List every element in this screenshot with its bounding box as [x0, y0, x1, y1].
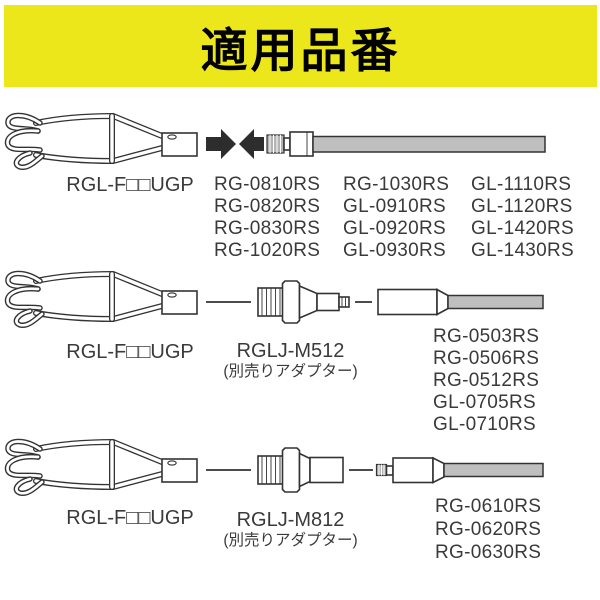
part-number: RG-0610RS [435, 496, 542, 517]
part-number: GL-0930RS [343, 240, 447, 261]
part-number: RG-1020RS [214, 240, 321, 261]
part-number-list: GL-1110RS GL-1120RS GL-1420RS GL-1430RS [471, 174, 574, 262]
adapter-model-label: RGLJ-M812 [236, 509, 345, 531]
header-banner: 適用品番 [4, 5, 597, 87]
adapter-illustration [257, 447, 344, 493]
part-number: GL-0920RS [343, 218, 447, 239]
part-number: GL-1110RS [471, 174, 572, 195]
rod-illustration [266, 131, 546, 157]
grip-tool-illustration [8, 115, 197, 167]
part-number-list: RG-0810RS RG-0820RS RG-0830RS RG-1020RS [214, 174, 320, 262]
rod-illustration [375, 456, 544, 484]
page-title: 適用品番 [200, 23, 401, 77]
part-number-list: RG-0610RS RG-0620RS RG-0630RS [435, 495, 541, 564]
part-number-list: RG-1030RS GL-0910RS GL-0920RS GL-0930RS [343, 174, 449, 262]
adapter-illustration [257, 280, 350, 324]
part-number: GL-1120RS [471, 196, 573, 217]
part-number: GL-1430RS [471, 240, 575, 261]
part-number: RG-0503RS [433, 326, 540, 347]
row-1-diagram [0, 104, 546, 184]
grip-model-label: RGL-F□□UGP [66, 507, 194, 529]
grip-tool-illustration [8, 273, 197, 325]
adapter-note: (別売りアダプター) [223, 532, 358, 549]
adapter-model-label: RGLJ-M512 [236, 340, 345, 362]
part-number: GL-0710RS [433, 414, 537, 435]
adapter-note: (別売りアダプター) [223, 363, 358, 380]
row-3-diagram [0, 430, 544, 510]
grip-model-label: RGL-F□□UGP [66, 174, 194, 196]
part-number: RG-0512RS [433, 370, 540, 391]
part-number: RG-0830RS [214, 218, 321, 239]
part-number: RG-0506RS [433, 348, 540, 369]
row-2-diagram [0, 262, 544, 342]
part-number: GL-0705RS [433, 392, 537, 413]
part-number: RG-1030RS [343, 174, 450, 195]
connection-arrows-icon [206, 129, 264, 159]
part-number: RG-0630RS [435, 542, 542, 563]
part-number: GL-1420RS [471, 218, 575, 239]
part-number: GL-0910RS [343, 196, 447, 217]
grip-tool-illustration [8, 441, 197, 493]
grip-model-label: RGL-F□□UGP [66, 341, 194, 363]
rod-illustration [377, 288, 544, 316]
part-number: RG-0620RS [435, 519, 542, 540]
part-number: RG-0820RS [214, 196, 321, 217]
part-number: RG-0810RS [214, 174, 321, 195]
part-number-list: RG-0503RS RG-0506RS RG-0512RS GL-0705RS … [433, 326, 539, 436]
